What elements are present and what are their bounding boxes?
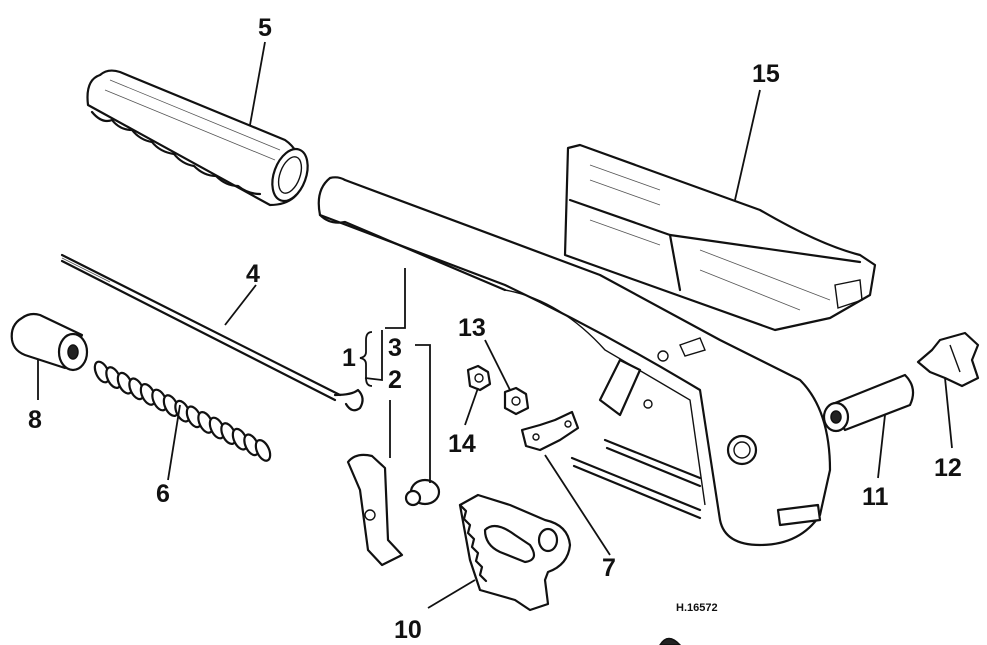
callout-3: 3 [388,334,402,362]
callout-12: 12 [934,454,962,482]
spring-coil [254,439,272,462]
callout-4: 4 [246,260,260,288]
release-button [10,312,89,372]
nut-13 [503,386,530,416]
callout-5: 5 [258,14,272,42]
handbrake-lever [317,176,832,547]
release-rod [60,253,364,412]
pawl-rods [570,438,702,520]
pawl-pin [404,478,441,507]
pawl [346,453,404,567]
callout-7: 7 [602,554,616,582]
callout-10: 10 [394,616,422,644]
callout-11: 11 [862,483,889,511]
clip [916,331,980,388]
nut-14 [466,364,492,392]
callout-14: 14 [448,430,476,458]
group-bracket [359,331,373,387]
callout-15: 15 [752,60,780,88]
callout-13: 13 [458,314,486,342]
pawl-bracket [520,410,580,452]
bush [822,373,915,433]
callout-2: 2 [388,366,402,394]
callout-8: 8 [28,406,42,434]
callout-6: 6 [156,480,170,508]
ratchet-segment [458,493,572,612]
leader-lines [37,41,953,609]
callout-1: 1 [342,344,356,372]
figure-reference: H.16572 [676,602,718,614]
page-mark [659,637,682,645]
grip-sleeve [86,69,309,207]
lever-cover [563,143,877,332]
spring [93,360,272,462]
